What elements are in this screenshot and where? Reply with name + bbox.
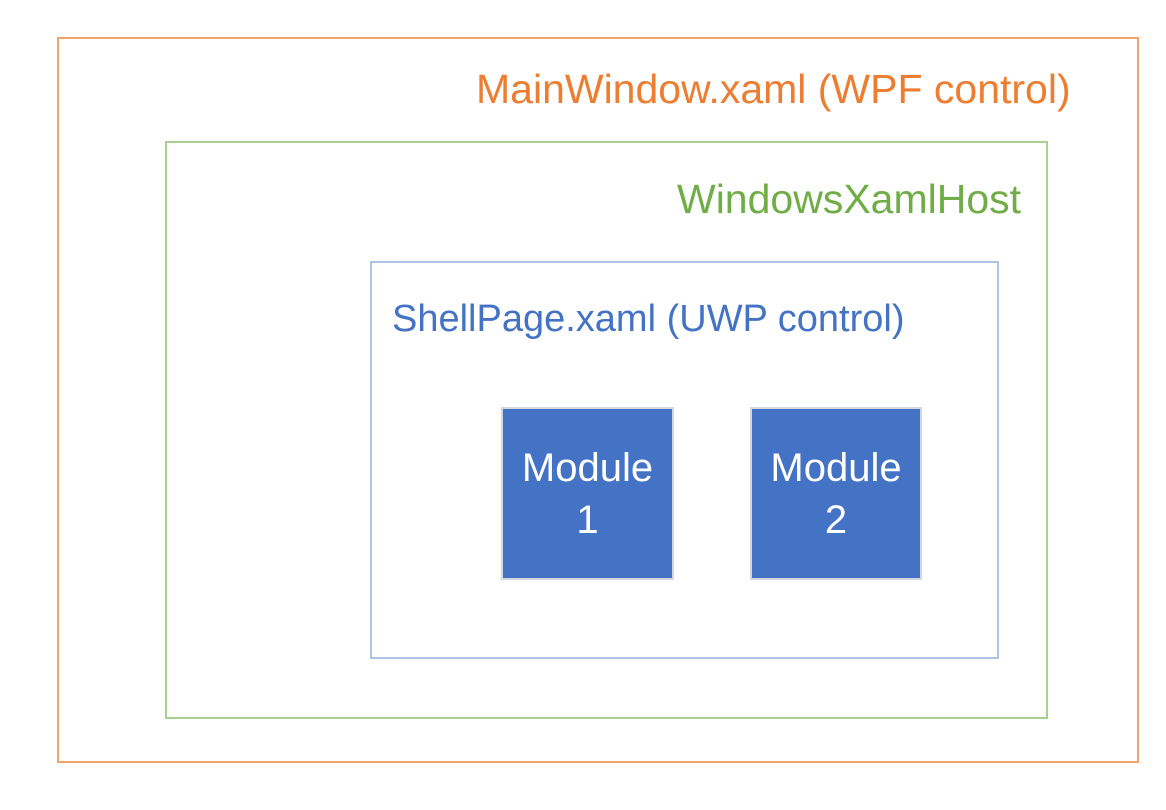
- shellpage-box: ShellPage.xaml (UWP control) Module 1 Mo…: [370, 261, 999, 659]
- xamlhost-box: WindowsXamlHost ShellPage.xaml (UWP cont…: [165, 141, 1048, 719]
- module-1-label-line1: Module: [521, 445, 654, 490]
- module-1-label-line2: 1: [576, 497, 599, 542]
- module-2-label-line2: 2: [824, 497, 848, 542]
- module-2-box: Module 2: [750, 407, 922, 580]
- mainwindow-box: MainWindow.xaml (WPF control) WindowsXam…: [57, 37, 1139, 763]
- mainwindow-label: MainWindow.xaml (WPF control): [476, 66, 1071, 112]
- xamlhost-label: WindowsXamlHost: [677, 176, 1022, 222]
- module-1-box: Module 1: [501, 407, 674, 580]
- shellpage-label: ShellPage.xaml (UWP control): [392, 298, 905, 340]
- module-2-label-line1: Module: [770, 445, 902, 490]
